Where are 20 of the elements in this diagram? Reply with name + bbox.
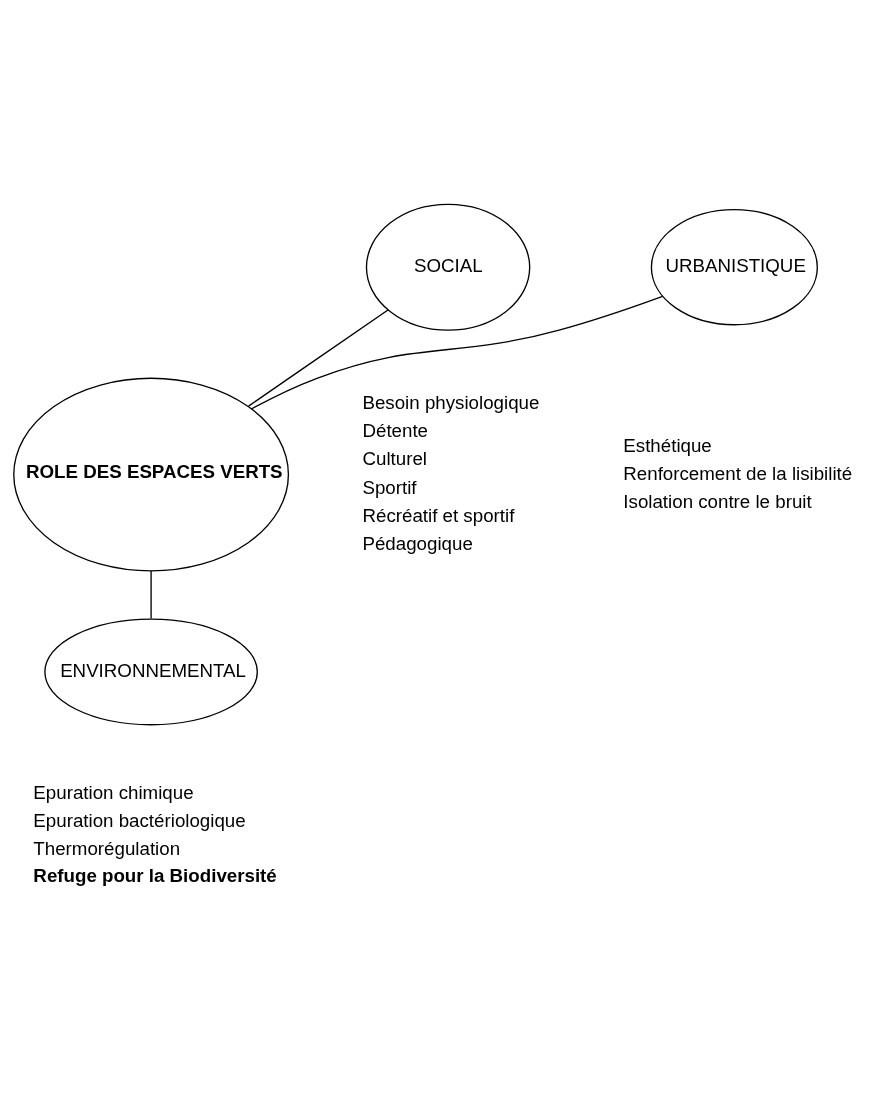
node-label: Esthétique	[623, 435, 712, 457]
node-label: Renforcement de la lisibilité	[623, 463, 853, 485]
node-label: Isolation contre le bruit	[623, 491, 812, 513]
node-label: Thermorégulation	[33, 837, 181, 859]
node-label: Culturel	[362, 448, 427, 470]
node-label: Epuration bactériologique	[33, 809, 246, 831]
node-label: Pédagogique	[362, 532, 473, 554]
connector	[150, 570, 152, 620]
connector	[251, 295, 664, 410]
node-label: Epuration chimique	[33, 781, 194, 803]
node-ellipse: SOCIAL	[365, 203, 531, 331]
node-ellipse: URBANISTIQUE	[650, 209, 818, 326]
node-label: Besoin physiologique	[362, 392, 540, 414]
node-ellipse: ROLE DES ESPACES VERTS	[13, 377, 290, 572]
node-label: Récréatif et sportif	[362, 504, 515, 526]
connector	[247, 309, 389, 407]
node-label: Détente	[362, 420, 429, 442]
node-label: Refuge pour la Biodiversité	[33, 864, 277, 886]
node-label: Sportif	[362, 476, 417, 498]
node-ellipse: ENVIRONNEMENTAL	[44, 618, 258, 726]
